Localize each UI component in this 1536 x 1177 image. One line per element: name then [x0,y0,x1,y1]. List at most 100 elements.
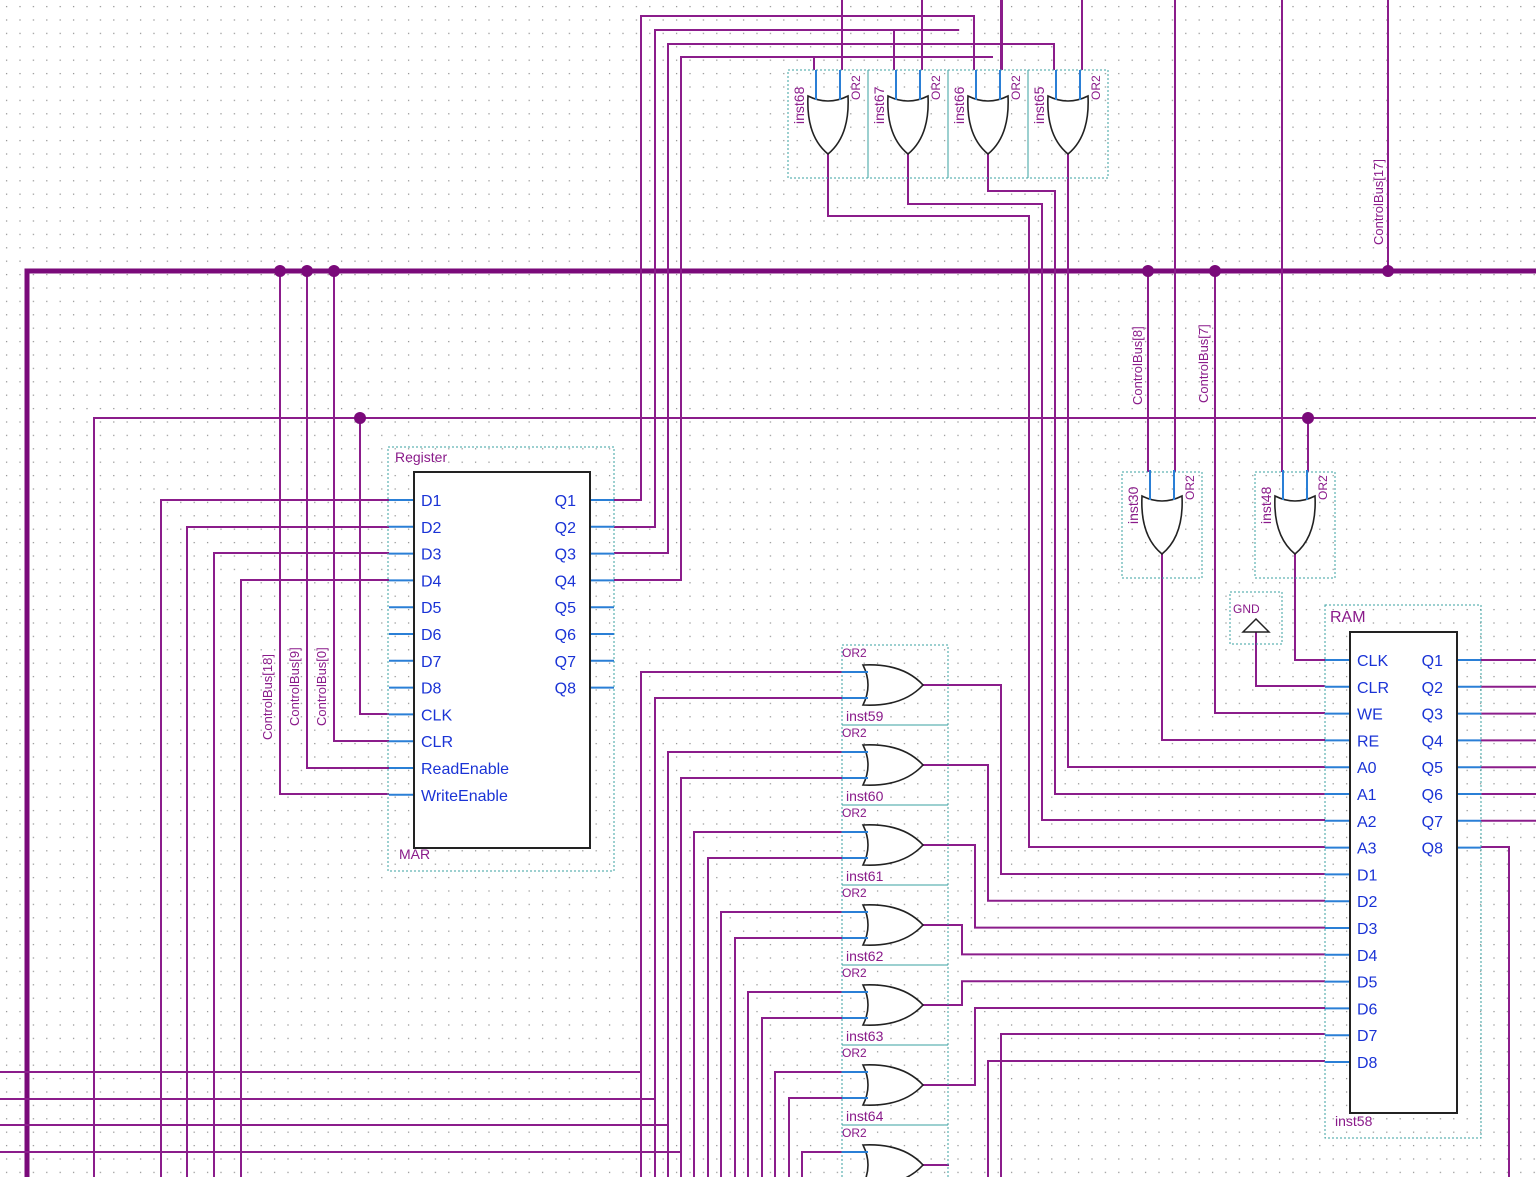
top-gate-inst65-type: OR2 [1089,75,1103,100]
wire [923,924,1325,956]
ram-port-re: RE [1357,733,1379,750]
top-gate-inst66-label: inst66 [951,86,967,124]
bus-label-controlbus-7: ControlBus[7] [1196,324,1211,403]
wire [923,684,1325,875]
wire [359,418,389,715]
ram-frame [1324,604,1482,1139]
bus-label-controlbus-9: ControlBus[9] [287,647,302,726]
register-port-q1: Q1 [555,493,576,510]
side-gate-inst30-type: OR2 [1183,475,1197,500]
side-gate-inst48-label: inst48 [1258,486,1274,524]
wire [987,154,1325,795]
gnd-triangle [1241,617,1271,633]
data-gate-inst61 [861,824,925,866]
junctions [274,265,1394,424]
ram-port-q2: Q2 [1422,680,1443,697]
register-port-d6: D6 [421,627,442,644]
register-port-clr: CLR [421,734,453,751]
register-port-q3: Q3 [555,547,576,564]
register-port-q8: Q8 [555,681,576,698]
data-gate-inst64-type: OR2 [842,1046,867,1060]
ram-port-d3: D3 [1357,921,1378,938]
junction-dot [301,265,313,277]
wire [1161,554,1325,741]
register-port-d5: D5 [421,600,442,617]
junction-dot [1382,265,1394,277]
top-gate-inst67-body [887,94,929,156]
ram-port-d5: D5 [1357,975,1378,992]
wire [907,154,1325,821]
register-port-clk: CLK [421,707,452,724]
data-gate-frame [841,804,949,886]
top-gate-inst68-body [807,94,849,156]
side-gate-frame [1254,471,1336,579]
ram-block[interactable]: RAM inst58 CLKCLRWEREA0A1A2A3D1D2D3D4D5D… [1330,609,1458,1129]
ram-port-a1: A1 [1357,787,1377,804]
side-gate-inst30 [1141,494,1183,556]
control-bus [24,268,1536,1177]
ram-port-d7: D7 [1357,1028,1378,1045]
ram-port-q1: Q1 [1422,653,1443,670]
data-gate-inst63-label: inst63 [846,1028,884,1044]
data-gate-inst59-type: OR2 [842,646,867,660]
wire [640,671,842,1177]
side-gate-frame [1121,471,1203,579]
ram-port-d2: D2 [1357,894,1378,911]
register-frame [387,446,615,872]
data-gate-inst60-type: OR2 [842,726,867,740]
top-gate-inst66-body [967,94,1009,156]
top-gate-inst67 [887,94,929,156]
data-gate-inst61-body [861,824,925,866]
side-gate-inst48-type: OR2 [1316,475,1330,500]
wire [1214,271,1325,714]
data-gate-inst62-body [861,904,925,946]
wire [333,271,389,742]
data-gate-inst62-type: OR2 [842,886,867,900]
wire [655,29,895,70]
wire [774,1071,842,1177]
wire [801,1151,842,1177]
junction-dot [1302,412,1314,424]
junction-dot [328,265,340,277]
wire [667,751,842,1177]
side-gate-inst48-body [1274,494,1316,556]
ram-body[interactable] [1349,631,1458,1114]
register-port-d3: D3 [421,547,442,564]
data-gate-frame [841,1044,949,1126]
bus-label-controlbus-17: ControlBus[17] [1371,159,1386,245]
register-port-d2: D2 [421,520,442,537]
top-gate-inst66 [967,94,1009,156]
gnd-symbol[interactable]: GND [1233,602,1271,633]
component-frames [387,69,1482,1177]
junction-dot [354,412,366,424]
register-body[interactable] [413,471,591,849]
wire [923,980,1325,1006]
ram-port-d8: D8 [1357,1055,1378,1072]
ram-port-q6: Q6 [1422,787,1443,804]
ram-port-a3: A3 [1357,841,1377,858]
data-gate-inst60-label: inst60 [846,788,884,804]
top-gate-inst67-label: inst67 [871,86,887,124]
ram-port-we: WE [1357,707,1383,724]
ram-port-q7: Q7 [1422,814,1443,831]
wire [761,1017,842,1177]
register-mar[interactable]: Register MAR D1D2D3D4D5D6D7D8CLKCLRReadE… [395,449,591,862]
junction-dot [274,265,286,277]
register-port-d7: D7 [421,654,442,671]
top-gate-inst65-body [1047,94,1089,156]
top-gate-inst68 [807,94,849,156]
ram-port-q8: Q8 [1422,841,1443,858]
bus-label-controlbus-8: ControlBus[8] [1130,326,1145,405]
wire [186,526,389,1177]
wire [681,56,815,70]
ram-port-d1: D1 [1357,867,1378,884]
data-gate-frame [841,964,949,1046]
wire [641,15,975,70]
wire [923,764,1325,902]
junction-dot [1209,265,1221,277]
data-gate-inst63 [861,984,925,1026]
register-port-writeenable: WriteEnable [421,788,508,805]
components [389,70,1481,1177]
data-gate-inst64-label: inst64 [846,1108,884,1124]
